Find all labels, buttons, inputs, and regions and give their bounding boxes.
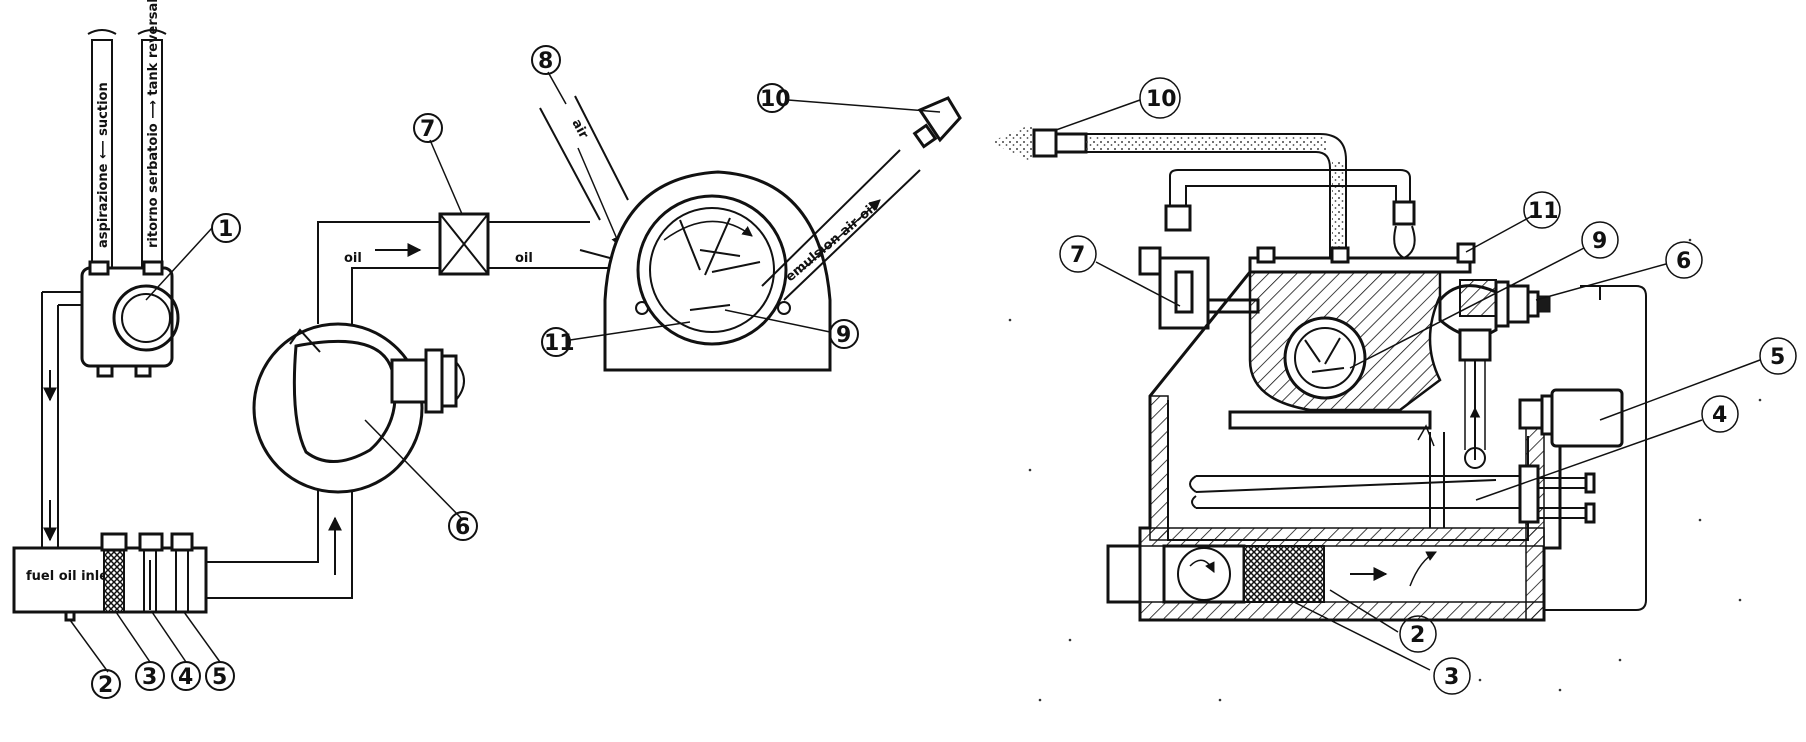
callouts-left: 1 2 3 4 5 6 7 8 9: [69, 45, 941, 699]
r-callout-5: 5: [1770, 345, 1785, 370]
r-callout-2: 2: [1410, 623, 1425, 648]
r-callout-10: 10: [1146, 87, 1177, 112]
right-cutaway: 10 11 9 6 7 5 4 2 3: [990, 77, 1797, 702]
solenoid-7: [1138, 246, 1260, 330]
callout-4: 4: [178, 665, 193, 690]
r-callout-6: 6: [1676, 249, 1691, 274]
left-schematic: aspirazione ⟵ suction ritorno serbatoio …: [12, 0, 962, 699]
atomizer-housing: [603, 170, 832, 372]
r-callout-11: 11: [1528, 199, 1559, 224]
callout-3: 3: [142, 665, 157, 690]
r-callout-3: 3: [1444, 665, 1459, 690]
suction-return-pipes: aspirazione ⟵ suction ritorno serbatoio …: [87, 0, 167, 271]
callout-1: 1: [218, 217, 233, 242]
suction-label: aspirazione ⟵ suction: [96, 82, 111, 248]
nozzle-10: [912, 96, 962, 149]
tank-reversal-label: ritorno serbatoio ⟶ tank reversal: [146, 0, 161, 248]
fuel-inlet-label: fuel oil inlet: [26, 569, 114, 584]
valve-7: [438, 212, 490, 276]
pump-6: [252, 322, 465, 494]
pump-1: [80, 260, 180, 378]
fuel-inlet-block: fuel oil inlet: [12, 532, 208, 622]
callout-10: 10: [760, 87, 791, 112]
r-callout-4: 4: [1712, 403, 1727, 428]
speckle: [1008, 238, 1762, 702]
main-casting: [1248, 270, 1442, 412]
callout-2: 2: [98, 673, 113, 698]
callout-6: 6: [455, 515, 470, 540]
element-5: [1518, 388, 1624, 448]
callout-7: 7: [420, 117, 435, 142]
callout-9: 9: [836, 323, 851, 348]
callouts-right: 10 11 9 6 7 5 4 2 3: [1055, 77, 1797, 695]
callout-8: 8: [538, 49, 553, 74]
callout-5: 5: [212, 665, 227, 690]
oil-label-a: oil: [344, 251, 362, 266]
pump-6-cutaway: [1438, 279, 1551, 469]
callout-11: 11: [544, 331, 575, 356]
oil-label-b: oil: [515, 251, 533, 266]
r-callout-7: 7: [1070, 243, 1085, 268]
r-callout-9: 9: [1592, 229, 1607, 254]
